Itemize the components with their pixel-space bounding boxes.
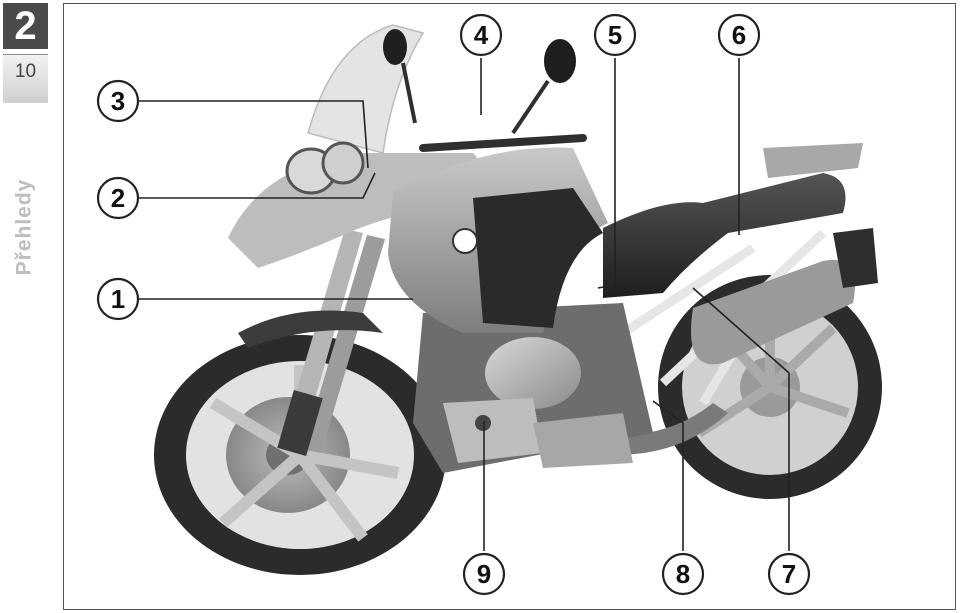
callout-7: 7 (767, 552, 811, 596)
callout-6: 6 (717, 13, 761, 57)
exhaust-silencer (691, 259, 855, 365)
svg-text:4: 4 (474, 20, 489, 50)
callout-8: 8 (661, 552, 705, 596)
callout-3: 3 (96, 79, 140, 123)
callout-9: 9 (462, 552, 506, 596)
svg-text:3: 3 (111, 86, 125, 116)
front-fender (238, 310, 383, 348)
svg-text:6: 6 (732, 20, 746, 50)
leader-lines (136, 58, 790, 551)
svg-text:5: 5 (608, 20, 622, 50)
callout-2: 2 (96, 176, 140, 220)
left-mirror (383, 29, 407, 65)
chapter-divider (3, 54, 48, 55)
front-fork (277, 229, 385, 456)
headlight (285, 141, 365, 195)
front-wheel (154, 335, 446, 575)
fuel-tank (388, 147, 608, 333)
svg-text:1: 1 (111, 284, 125, 314)
chapter-number: 2 (3, 3, 48, 49)
section-title: Přehledy (0, 147, 48, 307)
handlebar (419, 134, 587, 152)
seat (603, 173, 846, 298)
svg-text:2: 2 (111, 183, 125, 213)
svg-text:7: 7 (782, 559, 796, 589)
page-number-text: 10 (14, 61, 37, 82)
callout-4: 4 (459, 13, 503, 57)
rear-mudguard (833, 228, 878, 288)
chapter-number-text: 2 (14, 3, 37, 48)
callout-1: 1 (96, 277, 140, 321)
right-mirror (544, 39, 576, 83)
svg-text:8: 8 (676, 559, 690, 589)
luggage-rack (763, 143, 863, 178)
section-title-text: Přehledy (12, 178, 35, 276)
engine (413, 303, 653, 473)
page-number-tab: 10 (3, 55, 48, 103)
svg-text:9: 9 (477, 559, 491, 589)
callout-5: 5 (593, 13, 637, 57)
motorcycle-illustration: 1 2 3 4 5 6 7 8 9 (96, 13, 882, 596)
